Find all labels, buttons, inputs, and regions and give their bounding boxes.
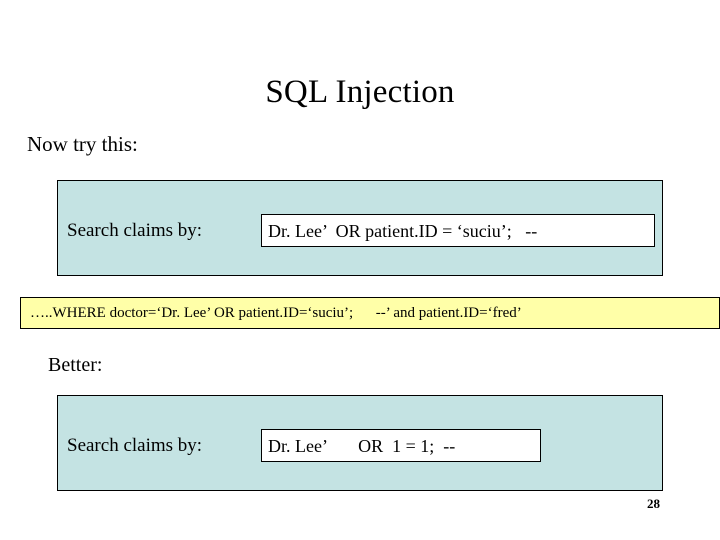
attack-search-input[interactable]: Dr. Lee’ OR patient.ID = ‘suciu’; -- [261, 214, 655, 247]
attack-search-label: Search claims by: [67, 220, 203, 241]
attack-search-input-value: Dr. Lee’ OR patient.ID = ‘suciu’; -- [268, 221, 538, 241]
better-example-panel: Search claims by: Dr. Lee’ OR 1 = 1; -- [57, 395, 663, 491]
attack-example-panel: Search claims by: Dr. Lee’ OR patient.ID… [57, 180, 663, 276]
page-title: SQL Injection [265, 74, 455, 110]
better-search-label: Search claims by: [67, 435, 203, 456]
page-number: 28 [647, 496, 660, 511]
better-search-input[interactable]: Dr. Lee’ OR 1 = 1; -- [261, 429, 541, 462]
better-label: Better: [48, 354, 103, 376]
generated-query-highlight: …..WHERE doctor=‘Dr. Lee’ OR patient.ID=… [20, 297, 720, 329]
lead-text: Now try this: [27, 132, 138, 156]
generated-query-text: …..WHERE doctor=‘Dr. Lee’ OR patient.ID=… [30, 305, 522, 321]
better-search-input-value: Dr. Lee’ OR 1 = 1; -- [268, 436, 456, 456]
